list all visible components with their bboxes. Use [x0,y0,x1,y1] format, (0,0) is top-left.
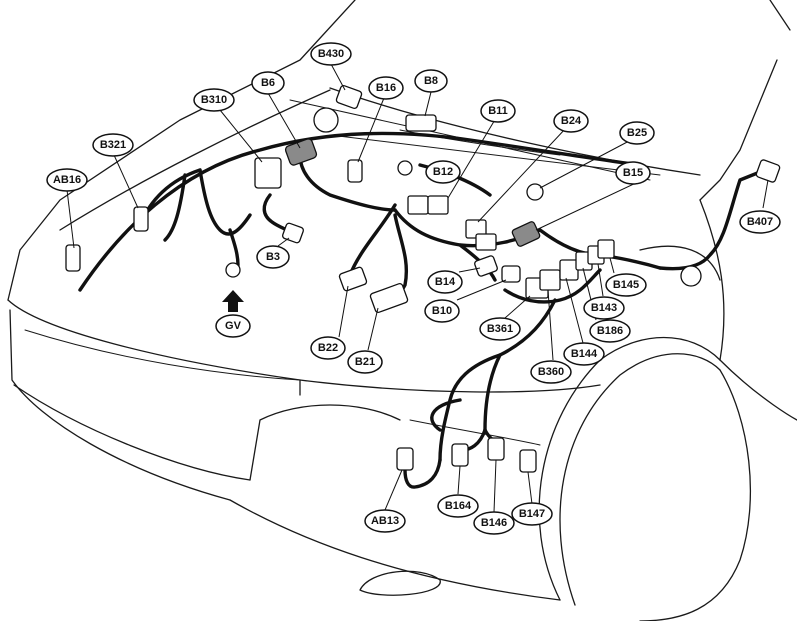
car-body [7,0,797,621]
label-b144-text: B144 [571,348,598,360]
label-b144: B144 [563,342,605,366]
label-b12-text: B12 [433,166,453,178]
label-b143-text: B143 [591,302,617,314]
connector-b430 [335,84,363,110]
relay-b310 [254,157,282,189]
label-b8-text: B8 [424,75,438,87]
connector-b146 [487,437,505,461]
connector-ab16 [65,244,81,272]
label-b361: B361 [479,317,521,341]
connector-b360 [539,269,561,291]
connector-b12-a [407,195,429,215]
label-b6-text: B6 [261,77,275,89]
label-b361-text: B361 [487,323,513,335]
label-ab13: AB13 [364,509,406,533]
connector-b144 [559,259,579,281]
label-b16: B16 [368,76,404,100]
label-b21-text: B21 [355,356,375,368]
label-b25: B25 [619,121,655,145]
connector-b407 [755,159,781,183]
label-ab16: AB16 [46,168,88,192]
label-b11-text: B11 [488,105,508,117]
connector-ab13 [396,447,414,471]
label-ab16-text: AB16 [53,174,81,186]
connector-b14 [474,255,498,277]
label-b430-text: B430 [318,48,344,60]
leader-lines [66,63,769,513]
label-b11: B11 [480,99,516,123]
label-b24-text: B24 [561,115,582,127]
connector-b16 [347,159,363,183]
wiring-harness [78,131,762,489]
label-b15: B15 [615,161,651,185]
sensor-b12-top [397,160,413,176]
label-b321: B321 [92,133,134,157]
connector-b321 [133,206,149,232]
label-b146: B146 [473,511,515,535]
callouts: B430 B6 B310 B16 B8 B11 B24 B25 B321 AB1… [46,42,781,535]
label-b8: B8 [414,69,448,93]
connector-b6 [284,138,318,166]
label-b321-text: B321 [100,139,126,151]
connector-b145 [597,239,615,259]
label-b164: B164 [437,494,479,518]
label-b407: B407 [739,210,781,234]
label-b147-text: B147 [519,508,545,520]
label-b24: B24 [553,109,589,133]
label-b3: B3 [256,245,290,269]
label-b6: B6 [251,71,285,95]
label-b16-text: B16 [376,82,396,94]
sensor-b25 [526,183,544,201]
connector-b22 [338,266,368,292]
label-b186-text: B186 [597,325,623,337]
label-ab13-text: AB13 [371,515,399,527]
label-gv: GV [215,314,251,338]
label-b12: B12 [425,160,461,184]
ground-terminal-gv [225,262,241,278]
connector-b3 [282,222,304,244]
connector-b12-b [427,195,449,215]
gv-arrow-icon [222,290,244,312]
connector-b164 [451,443,469,467]
connector-b10 [501,265,521,283]
label-gv-text: GV [225,320,242,332]
horn-b145 [680,265,702,287]
label-b22-text: B22 [318,342,338,354]
label-b147: B147 [511,502,553,526]
label-b146-text: B146 [481,517,507,529]
label-b14-text: B14 [435,276,456,288]
connector-b147 [519,449,537,473]
label-b145-text: B145 [613,279,639,291]
label-b143: B143 [583,296,625,320]
label-b310-text: B310 [201,94,227,106]
connector-b24-b [475,233,497,251]
label-b310: B310 [193,88,235,112]
label-b145: B145 [605,273,647,297]
connector-b8 [405,114,437,132]
label-b186: B186 [589,319,631,343]
label-b360-text: B360 [538,366,564,378]
label-b10: B10 [424,299,460,323]
label-b360: B360 [530,360,572,384]
label-b3-text: B3 [266,251,280,263]
sensor-b430 [313,107,339,133]
label-b14: B14 [427,270,463,294]
label-b22: B22 [310,336,346,360]
label-b15-text: B15 [623,167,643,179]
label-b430: B430 [310,42,352,66]
label-b164-text: B164 [445,500,472,512]
connectors [65,84,781,473]
label-b25-text: B25 [627,127,647,139]
label-b10-text: B10 [432,305,452,317]
connector-b21 [369,282,409,314]
connector-b15 [511,221,541,247]
label-b407-text: B407 [747,216,773,228]
label-b21: B21 [347,350,383,374]
